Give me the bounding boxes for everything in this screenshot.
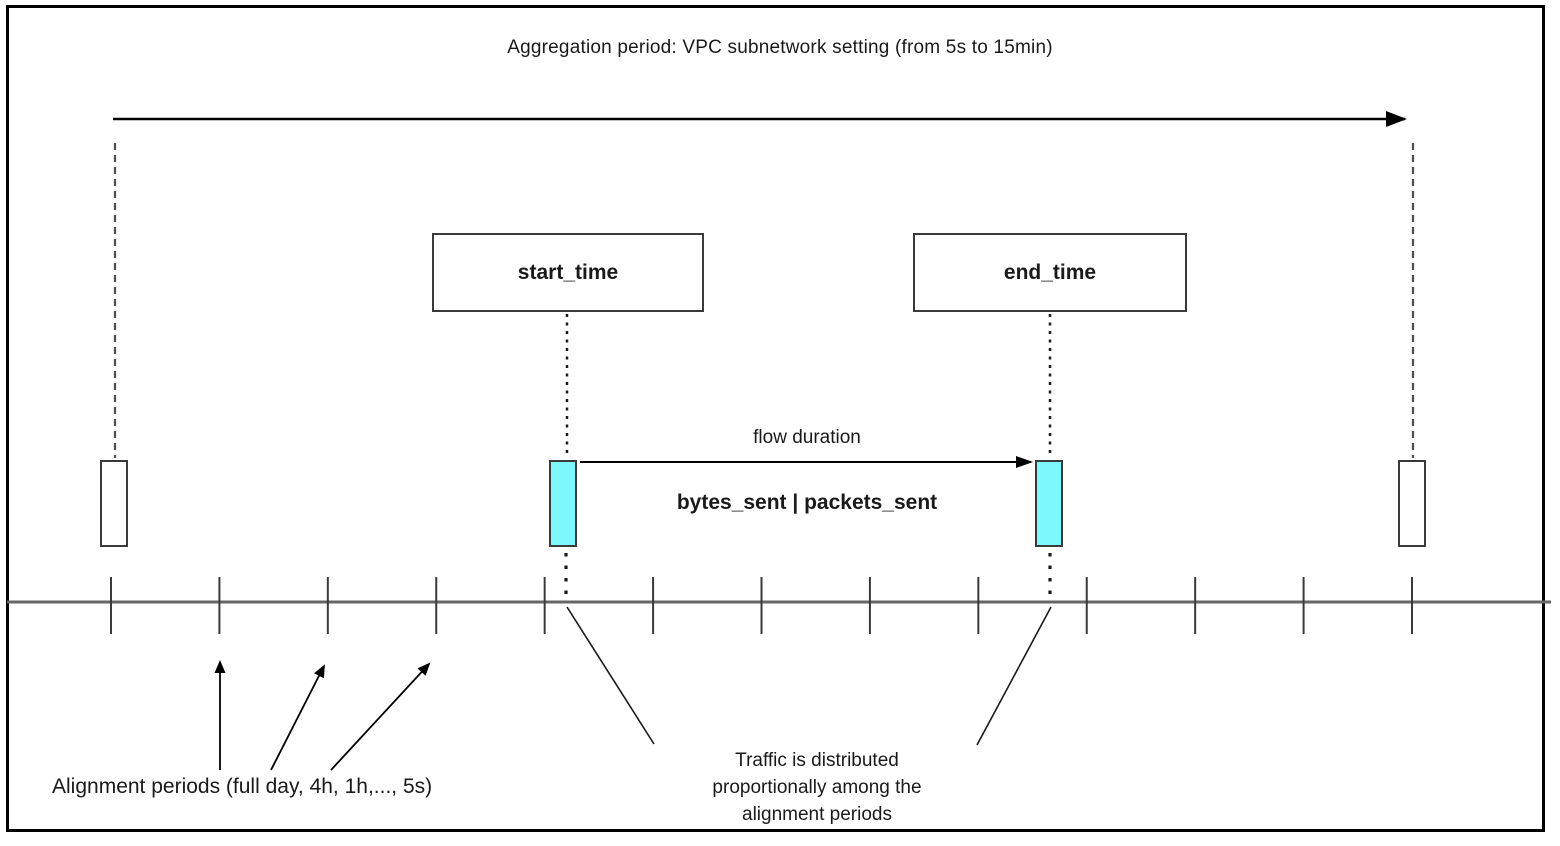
start-time-label: start_time <box>517 260 619 284</box>
right-boundary-bar <box>1398 460 1426 547</box>
diagram-frame <box>6 5 1545 832</box>
alignment-periods-label: Alignment periods (full day, 4h, 1h,...,… <box>52 775 433 798</box>
timeline-ticks <box>110 577 1413 634</box>
flow-start-bar <box>549 460 577 547</box>
end-time-label: end_time <box>1003 260 1097 284</box>
traffic-distribution-note: Traffic is distributed proportionally am… <box>712 750 922 825</box>
diagram-title: Aggregation period: VPC subnetwork setti… <box>507 37 1053 58</box>
start-time-box: start_time <box>432 233 704 312</box>
left-boundary-bar <box>100 460 128 547</box>
metrics-label: bytes_sent | packets_sent <box>676 491 938 514</box>
alignment-arrow-2 <box>270 664 325 771</box>
traffic-note-right-pointer <box>976 606 1052 746</box>
traffic-note-left-pointer <box>566 606 655 745</box>
alignment-arrow-3 <box>330 662 431 771</box>
end-time-box: end_time <box>913 233 1187 312</box>
flow-duration-label: flow duration <box>753 427 861 448</box>
flow-end-bar <box>1035 460 1063 547</box>
